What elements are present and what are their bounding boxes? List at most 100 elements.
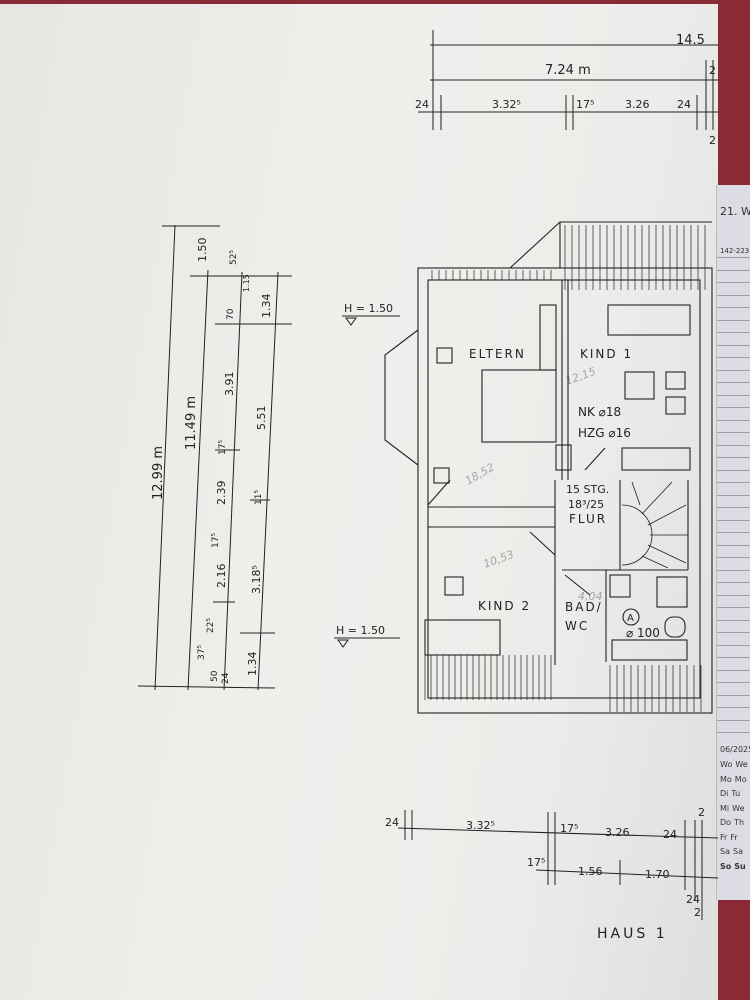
svg-text:H = 1.50: H = 1.50 xyxy=(336,624,385,637)
note-drain: ⌀ 100 xyxy=(626,626,660,640)
dim-top-e: 24 xyxy=(677,98,691,111)
calendar-rule xyxy=(717,419,750,421)
calendar-rule xyxy=(717,282,750,283)
calendar-rule xyxy=(717,457,750,458)
calendar-rule xyxy=(717,319,750,321)
dim-bottom-a: 24 xyxy=(385,816,399,829)
calendar-header: 21. W xyxy=(720,205,750,218)
dim-bottom-j: 24 xyxy=(686,893,700,906)
dim-left-239: 2.39 xyxy=(215,481,228,506)
calendar-day-en: Mo xyxy=(734,774,747,784)
calendar-rule xyxy=(717,507,750,508)
dim-left-115: 1.15 xyxy=(242,274,251,292)
room-label-kind1: KIND 1 xyxy=(580,347,633,361)
dim-bottom-h: 1.56 xyxy=(578,865,603,878)
dim-left-375: 37⁵ xyxy=(197,645,207,660)
dim-left-inner: 11.49 m xyxy=(184,396,199,450)
calendar-rule xyxy=(717,432,750,433)
calendar-month: 06/2025 xyxy=(720,745,750,754)
dim-left-225: 22⁵ xyxy=(206,618,216,633)
floor-plan xyxy=(384,221,713,714)
calendar-rule xyxy=(717,707,750,708)
calendar-rule xyxy=(717,582,750,583)
calendar-rule xyxy=(717,269,750,271)
calendar-rule xyxy=(717,669,750,671)
calendar-rule xyxy=(717,382,750,383)
dim-left-150: 1.50 xyxy=(196,238,209,263)
dim-left-551: 5.51 xyxy=(255,406,268,431)
stair-steps: 15 STG. xyxy=(566,483,609,496)
room-label-flur: FLUR xyxy=(569,512,607,526)
room-label-eltern: ELTERN xyxy=(469,347,526,361)
calendar-code: 142-223 xyxy=(720,247,750,255)
room-label-kind2: KIND 2 xyxy=(478,599,531,613)
room-label-bad: BAD/ xyxy=(565,600,603,614)
calendar-rule xyxy=(717,307,750,308)
dim-left-134a: 1.34 xyxy=(260,294,273,319)
plan-title: HAUS 1 xyxy=(597,926,668,942)
calendar-rule xyxy=(717,369,750,371)
calendar-rule xyxy=(717,444,750,446)
calendar-day-en: Th xyxy=(734,818,745,827)
dim-top-c: 17⁵ xyxy=(576,98,594,111)
handwritten-bad-area: 4,04 xyxy=(578,590,603,603)
room-label-wc: WC xyxy=(565,619,589,633)
calendar-rule xyxy=(717,544,750,546)
svg-text:H = 1.50: H = 1.50 xyxy=(344,302,393,315)
dim-left-134b: 1.34 xyxy=(246,652,259,677)
calendar-rule xyxy=(717,294,750,296)
calendar-rule xyxy=(717,594,750,596)
calendar-day-en: Su xyxy=(734,861,746,871)
calendar-rule xyxy=(717,719,750,721)
height-marker-upper: H = 1.50 xyxy=(342,302,400,326)
calendar-rule xyxy=(717,619,750,621)
dim-left-50: 50 xyxy=(210,670,220,682)
calendar-day-en: We xyxy=(732,803,745,813)
dim-top-a: 24 xyxy=(415,98,429,111)
calendar-day-en: We xyxy=(735,760,748,769)
calendar-rule xyxy=(717,332,750,333)
dim-left-216: 2.16 xyxy=(215,564,228,589)
dim-left-175a: 17⁵ xyxy=(218,440,228,455)
calendar-rule xyxy=(717,644,750,646)
calendar-rule xyxy=(717,257,750,258)
calendar-rule xyxy=(717,607,750,608)
dim-bottom-i: 1.70 xyxy=(645,868,670,881)
handwritten-eltern-area: 18,52 xyxy=(463,461,497,488)
dim-bottom-b: 3.32⁵ xyxy=(466,819,495,832)
left-dimensions xyxy=(137,224,292,691)
calendar-rule xyxy=(717,344,750,346)
calendar-rule xyxy=(717,732,750,733)
handwritten-kind2-area: 10,53 xyxy=(482,548,516,571)
dim-left-115b: 11⁵ xyxy=(254,490,264,505)
dim-left-3185: 3.18⁵ xyxy=(250,565,263,594)
calendar-day-en: Tu xyxy=(731,789,741,798)
calendar-rule xyxy=(717,394,750,396)
dim-left-total: 12.99 m xyxy=(151,446,166,500)
calendar-rule xyxy=(717,357,750,358)
dim-left-70: 70 xyxy=(226,308,236,320)
calendar-rule xyxy=(717,494,750,496)
dim-left-525: 52⁵ xyxy=(229,250,239,265)
calendar-rule xyxy=(717,519,750,521)
dim-top-g: 2 xyxy=(709,134,716,147)
calendar-rule xyxy=(717,632,750,633)
calendar-rule xyxy=(717,682,750,683)
dim-left-24: 24 xyxy=(221,672,231,684)
top-dimensions xyxy=(418,30,718,130)
dim-bottom-f: 2 xyxy=(698,806,705,819)
dim-bottom-k: 2 xyxy=(694,906,701,919)
dim-top-b: 3.32⁵ xyxy=(492,98,521,111)
dim-top-f: 2 xyxy=(709,64,716,77)
dim-bottom-g: 17⁵ xyxy=(527,856,545,869)
handwritten-kind1-area: 12,15 xyxy=(564,365,598,388)
dim-top-width: 7.24 m xyxy=(545,63,591,78)
calendar-rule xyxy=(717,482,750,483)
